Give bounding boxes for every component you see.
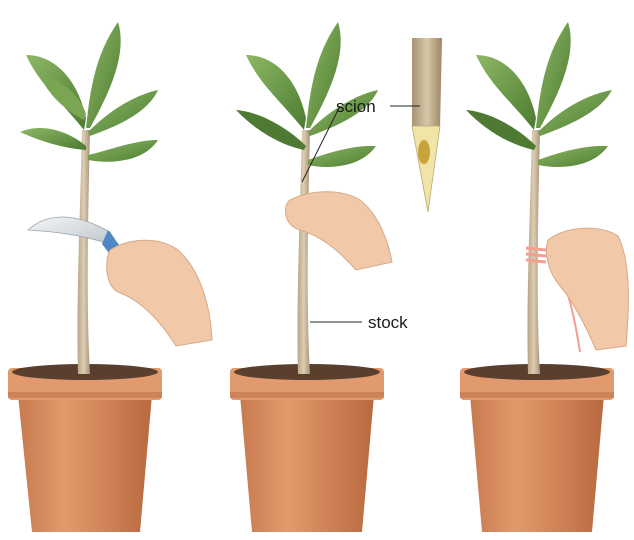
hand	[547, 228, 629, 350]
stock-callout: stock	[310, 313, 408, 332]
scion-callout: scion	[302, 97, 420, 182]
plant-stem	[77, 130, 90, 374]
hand	[107, 240, 212, 346]
stock-label: stock	[368, 313, 408, 332]
inserting-panel: scion stock	[230, 22, 442, 532]
scion-detail	[412, 38, 442, 212]
scion-label: scion	[336, 97, 376, 116]
cutting-panel	[8, 22, 212, 532]
plant-stem	[297, 130, 310, 374]
plant-stem	[527, 130, 540, 374]
flower-pot	[460, 364, 614, 532]
flower-pot	[230, 364, 384, 532]
binding-panel	[460, 22, 628, 532]
flower-pot	[8, 364, 162, 532]
